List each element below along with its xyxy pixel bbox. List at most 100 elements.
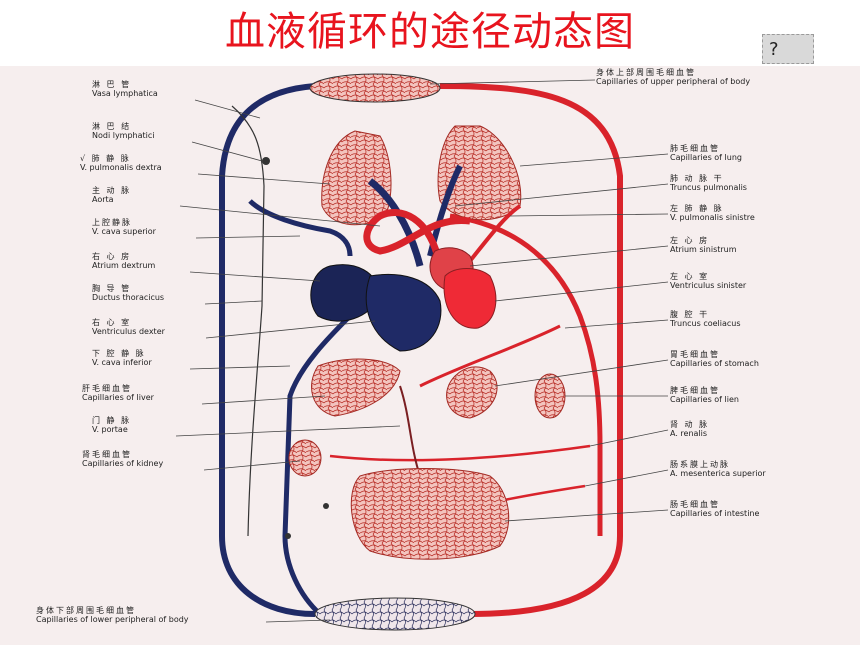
kidney-capillaries: [288, 439, 322, 477]
inferior-vena-cava: [282, 314, 352, 616]
label-latin: Capillaries of intestine: [670, 509, 760, 518]
label-latin: Capillaries of lower peripheral of body: [36, 615, 189, 624]
label-latin: Vasa lymphatica: [92, 89, 158, 98]
label-chinese: 下 腔 静 脉: [92, 349, 146, 358]
right-ventricle: [365, 273, 442, 352]
label-latin: Capillaries of kidney: [82, 459, 164, 468]
outer-artery-right: [439, 83, 623, 617]
label-chinese: 上腔静脉: [92, 218, 132, 227]
label-chinese: √ 肺 静 脉: [80, 154, 131, 163]
label-chinese: 肾毛细血管: [82, 450, 132, 459]
liver-capillaries: [311, 358, 401, 417]
label-latin: A. mesenterica superior: [670, 469, 766, 478]
label-chinese: 门 静 脉: [92, 416, 132, 425]
label-chinese: 肠毛细血管: [670, 500, 720, 509]
celiac-trunk: [419, 324, 561, 388]
label-chinese: 脾毛细血管: [670, 386, 720, 395]
upper-body-capillaries: [309, 73, 441, 103]
page-title: 血液循环的途径动态图: [225, 9, 635, 55]
lymph-node: [262, 157, 270, 165]
right-lung-capillaries: [321, 130, 392, 226]
label-chinese: 胸 导 管: [92, 284, 132, 293]
leader-lines: [175, 79, 669, 623]
label-chinese: 左 肺 静 脉: [670, 204, 724, 213]
descending-aorta: [449, 213, 603, 536]
label-latin: V. pulmonalis dextra: [80, 163, 162, 172]
label-latin: Truncus coeliacus: [670, 319, 741, 328]
left-lung-capillaries: [437, 125, 522, 221]
label-latin: Atrium sinistrum: [670, 245, 737, 254]
label-chinese: 腹 腔 干: [670, 310, 710, 319]
label-chinese: 左 心 室: [670, 272, 710, 281]
label-latin: Truncus pulmonalis: [670, 183, 747, 192]
label-latin: Capillaries of upper peripheral of body: [596, 77, 751, 86]
label-chinese: 右 心 房: [92, 252, 132, 261]
label-latin: Atrium dextrum: [92, 261, 156, 270]
label-chinese: 主 动 脉: [92, 186, 132, 195]
label-chinese: 肠系膜上动脉: [670, 460, 730, 469]
corner-button[interactable]: ?: [762, 34, 814, 64]
label-chinese: 肺毛细血管: [670, 144, 720, 153]
lymph-node: [285, 533, 291, 539]
label-chinese: 右 心 室: [92, 318, 132, 327]
outer-vein-left: [219, 83, 316, 617]
superior-vena-cava: [248, 199, 353, 257]
label-latin: A. renalis: [670, 429, 708, 438]
lower-body-capillaries: [314, 597, 476, 631]
label-latin: Ventriculus dexter: [92, 327, 165, 336]
label-chinese: 胃毛细血管: [670, 350, 720, 359]
label-chinese: 身体上部周围毛细血管: [596, 68, 696, 77]
label-chinese: 淋 巴 结: [92, 122, 132, 131]
renal-artery: [329, 444, 591, 462]
label-latin: V. cava inferior: [92, 358, 152, 367]
label-latin: Aorta: [92, 195, 114, 204]
stomach-capillaries: [446, 366, 498, 419]
label-latin: Ductus thoracicus: [92, 293, 165, 302]
label-latin: Capillaries of lung: [670, 153, 742, 162]
spleen-capillaries: [534, 373, 566, 419]
label-latin: Capillaries of lien: [670, 395, 739, 404]
label-chinese: 淋 巴 管: [92, 80, 132, 89]
label-latin: Nodi lymphatici: [92, 131, 155, 140]
pulmonary-vein: [468, 204, 522, 263]
aortic-arch: [363, 209, 471, 267]
label-latin: Capillaries of stomach: [670, 359, 759, 368]
label-latin: V. cava superior: [92, 227, 156, 236]
label-chinese: 肺 动 脉 干: [670, 174, 724, 183]
label-chinese: 肾 动 脉: [670, 420, 710, 429]
label-chinese: 身体下部周围毛细血管: [36, 606, 136, 615]
lymph-node: [323, 503, 329, 509]
circulation-svg: [175, 73, 669, 631]
label-latin: V. portae: [92, 425, 128, 434]
intestine-capillaries: [350, 468, 510, 560]
label-chinese: 肝毛细血管: [82, 384, 132, 393]
label-latin: Ventriculus sinister: [670, 281, 747, 290]
right-atrium: [310, 264, 381, 322]
lymph-vessel: [231, 105, 265, 537]
label-chinese: 左 心 房: [670, 236, 710, 245]
